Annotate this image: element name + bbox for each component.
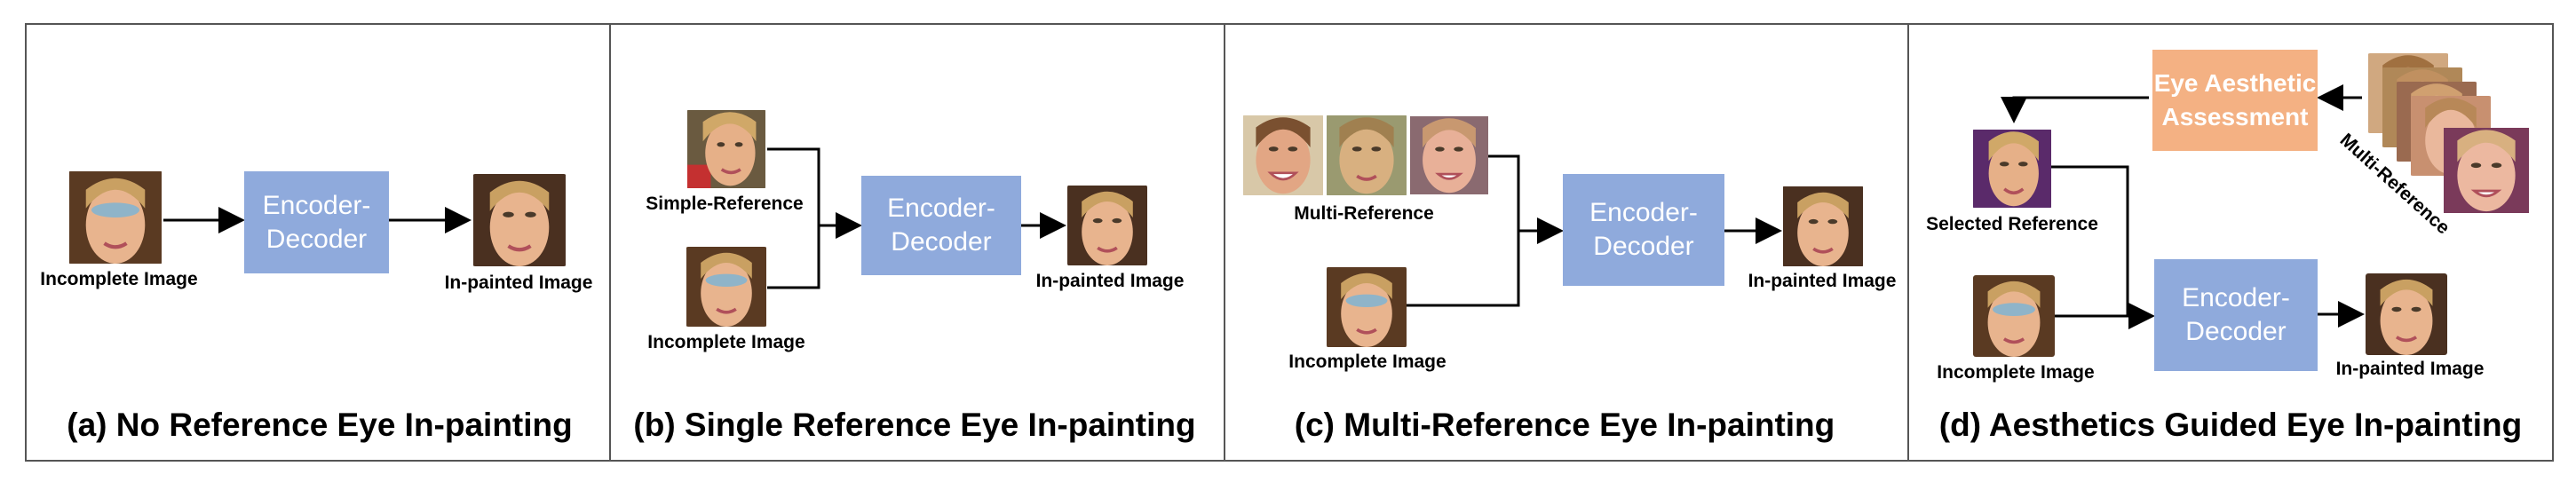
arrow-d-reference xyxy=(2051,165,2129,316)
encoder-decoder-box: Encoder- Decoder xyxy=(1563,174,1724,286)
decoder-label: Decoder xyxy=(266,224,368,254)
selected-reference-image xyxy=(1973,128,2051,209)
reference-face-image xyxy=(1327,114,1407,197)
reference-face-image xyxy=(686,110,767,188)
incomplete-image-label: Incomplete Image xyxy=(1937,362,2095,383)
inpainted-image-label: In-painted Image xyxy=(1035,271,1185,291)
encoder-label: Encoder- xyxy=(262,190,371,220)
encoder-label: Encoder- xyxy=(887,194,995,223)
encoder-decoder-box: Encoder- Decoder xyxy=(2154,259,2318,371)
inpainted-image-label: In-painted Image xyxy=(444,273,593,293)
decoder-label: Decoder xyxy=(1593,232,1694,261)
multi-reference-label: Multi-Reference xyxy=(1294,203,1434,224)
selected-reference-label: Selected Reference xyxy=(1926,214,2098,234)
figure-frame xyxy=(25,23,2554,462)
caption-c: (c) Multi-Reference Eye In-painting xyxy=(1294,407,1835,443)
inpainted-face-image xyxy=(2366,273,2447,355)
arrow-b-incomplete xyxy=(767,225,820,289)
decoder-label: Decoder xyxy=(891,227,992,257)
decoder-label: Decoder xyxy=(2185,317,2287,346)
simple-reference-label: Simple-Reference xyxy=(646,194,804,214)
caption-a: (a) No Reference Eye In-painting xyxy=(67,407,573,443)
assessment-line1: Eye Aesthetic xyxy=(2153,69,2317,97)
caption-b: (b) Single Reference Eye In-painting xyxy=(633,407,1196,443)
encoder-label: Encoder- xyxy=(1589,198,1698,227)
inpainted-face-image xyxy=(472,174,567,266)
incomplete-image-label: Incomplete Image xyxy=(647,332,805,352)
incomplete-face-image xyxy=(1973,275,2055,357)
incomplete-image-label: Incomplete Image xyxy=(40,269,198,289)
panel-divider-cd xyxy=(1907,23,1909,462)
encoder-decoder-box: Encoder- Decoder xyxy=(244,171,389,273)
panel-divider-bc xyxy=(1224,23,1225,462)
reference-face-image xyxy=(1243,114,1323,197)
panel-divider-ab xyxy=(609,23,611,462)
reference-face-image xyxy=(1410,114,1488,197)
arrow-c-reference xyxy=(1488,154,1520,231)
reference-face-image xyxy=(2444,124,2529,217)
inpainted-image-label: In-painted Image xyxy=(2335,359,2485,379)
caption-d: (d) Aesthetics Guided Eye In-painting xyxy=(1938,407,2523,443)
inpainted-face-image xyxy=(1783,185,1863,268)
encoder-label: Encoder- xyxy=(2182,283,2290,312)
inpainted-image-label: In-painted Image xyxy=(1748,271,1897,291)
assessment-line2: Assessment xyxy=(2161,103,2309,130)
encoder-decoder-box: Encoder- Decoder xyxy=(861,176,1021,275)
arrow-c-incomplete xyxy=(1407,231,1520,307)
incomplete-face-image xyxy=(686,247,767,327)
inpainted-face-image xyxy=(1067,185,1147,266)
incomplete-face-image xyxy=(1327,266,1407,348)
incomplete-image-label: Incomplete Image xyxy=(1288,352,1447,372)
arrow-b-reference xyxy=(767,147,820,225)
incomplete-face-image xyxy=(67,171,163,264)
arrow-d-select xyxy=(2001,96,2149,123)
